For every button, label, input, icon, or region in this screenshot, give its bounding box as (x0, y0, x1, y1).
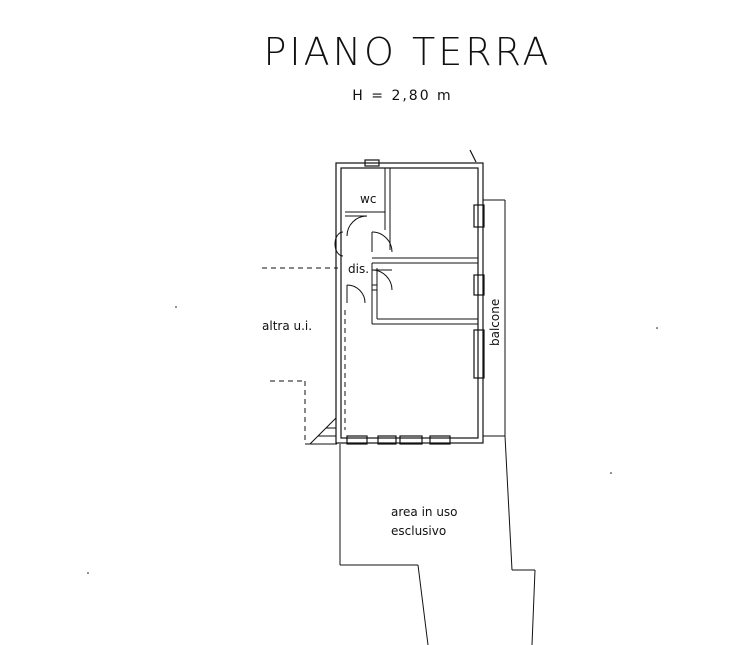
area-label-line2: esclusivo (391, 524, 446, 538)
doors (334, 215, 393, 304)
dashed-boundary (262, 267, 346, 445)
balcony-outline (483, 199, 506, 437)
wc-walls (345, 168, 391, 250)
area-label-line1: area in uso (391, 505, 458, 519)
room-label-altra-ui: altra u.i. (262, 319, 312, 333)
plan-title: PIANO TERRA (263, 30, 552, 74)
room-label-wc: wc (360, 192, 376, 206)
ceiling-height: H = 2,80 m (352, 88, 453, 104)
room-label-balcone: balcone (488, 299, 502, 346)
survey-marks (87, 306, 658, 574)
room-label-dis: dis. (348, 262, 369, 276)
exclusive-area-outline (339, 435, 536, 645)
interior-walls (371, 257, 478, 325)
entrance-steps (308, 416, 337, 445)
windows (346, 149, 485, 445)
outer-walls (335, 162, 484, 444)
